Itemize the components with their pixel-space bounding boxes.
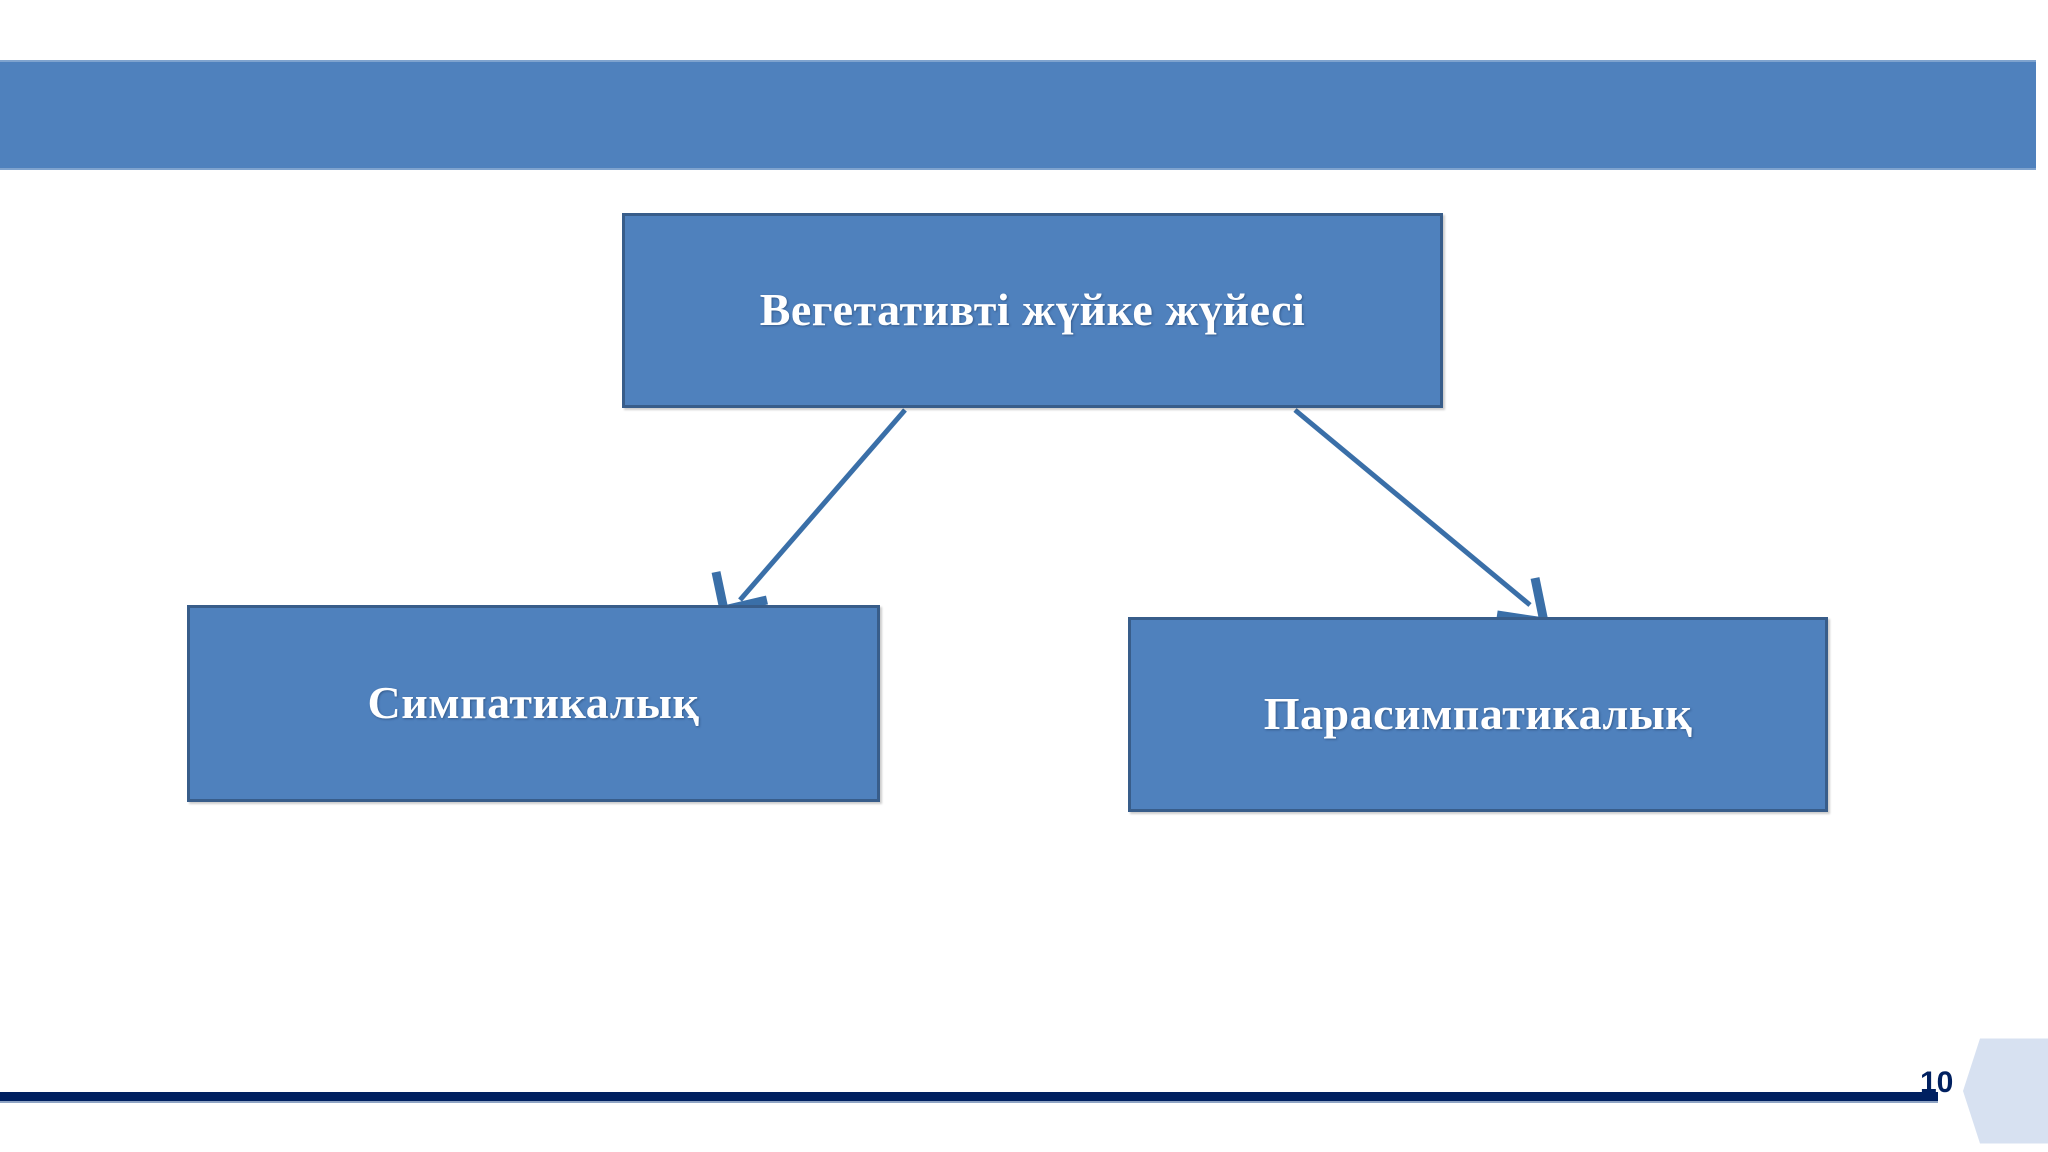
page-number-badge-shape (1963, 1038, 2048, 1144)
top-decorative-banner (0, 60, 2036, 170)
flow-node-parasympathetic[interactable]: Парасимпатикалық (1128, 617, 1828, 812)
footer-rule (0, 1092, 1938, 1103)
flow-node-vegetative-nervous-system[interactable]: Вегетативті жүйке жүйесі (622, 213, 1443, 408)
flow-node-label: Парасимпатикалық (1263, 688, 1693, 740)
flow-node-label: Вегетативті жүйке жүйесі (759, 284, 1306, 336)
page-number: 10 (1920, 1066, 1954, 1099)
flow-node-sympathetic[interactable]: Симпатикалық (187, 605, 880, 802)
connector-to-sympathetic (711, 408, 907, 616)
flow-node-label: Симпатикалық (367, 677, 700, 729)
connector-to-parasympathetic (1293, 408, 1550, 628)
